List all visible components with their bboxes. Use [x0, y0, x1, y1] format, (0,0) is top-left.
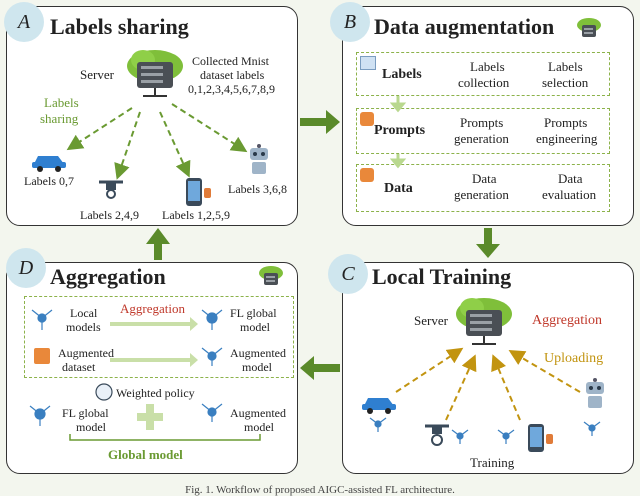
- client-label-1: Labels 0,7: [24, 174, 74, 188]
- panel-local-training: [342, 262, 634, 474]
- arrow-b-to-c: [476, 228, 500, 258]
- data-evaluation-2: evaluation: [542, 187, 597, 202]
- augmented-dataset-2: dataset: [62, 360, 96, 374]
- panel-d-badge: D: [6, 248, 46, 288]
- data-row-box: [356, 164, 610, 212]
- drone-icon-c: [425, 424, 449, 446]
- aggregation-label-c: Aggregation: [532, 313, 602, 328]
- robot-icon: [250, 144, 268, 174]
- panel-labels-sharing: [6, 6, 298, 226]
- augmented-model-2: model: [242, 360, 272, 374]
- labels-row-box: [356, 52, 610, 96]
- car-icon: [32, 156, 66, 172]
- row-head-labels: Labels: [382, 67, 422, 82]
- local-models-2: models: [66, 320, 101, 334]
- panel-data-augmentation: [342, 6, 634, 226]
- arrow-a-to-b: [300, 110, 340, 134]
- aggregation-label-d: Aggregation: [120, 301, 185, 316]
- labels-collection-2: collection: [458, 75, 510, 90]
- labels-selection-1: Labels: [548, 59, 583, 74]
- data-evaluation-1: Data: [558, 171, 583, 186]
- panel-a-badge: A: [4, 2, 44, 42]
- data-generation-2: generation: [454, 187, 509, 202]
- prompts-engineering-2: engineering: [536, 131, 598, 146]
- panel-c-title: Local Training: [372, 264, 512, 289]
- row-head-prompts: Prompts: [374, 123, 426, 138]
- arrow-c-to-d: [300, 356, 340, 380]
- server-label-c: Server: [414, 313, 448, 328]
- row-head-data: Data: [384, 181, 413, 196]
- robot-icon-c: [586, 378, 604, 408]
- labels-sharing-label-2: sharing: [40, 111, 79, 126]
- phone-watch-icon: [186, 178, 211, 206]
- fl-global-model-b-1: FL global: [62, 406, 109, 420]
- figure-caption: Fig. 1. Workflow of proposed AIGC-assist…: [185, 484, 455, 496]
- prompts-icon: [360, 112, 374, 126]
- server-cloud-icon: [127, 50, 183, 97]
- collected-line-2: dataset labels: [200, 68, 265, 82]
- data-generation-1: Data: [472, 171, 497, 186]
- augmented-model-1: Augmented: [230, 346, 286, 360]
- prompts-engineering-1: Prompts: [544, 115, 588, 130]
- panel-d-title: Aggregation: [50, 264, 166, 289]
- weighted-policy-label: Weighted policy: [116, 386, 195, 400]
- labels-selection-2: selection: [542, 75, 589, 90]
- labels-icon: [360, 56, 376, 70]
- server-label-a: Server: [80, 67, 114, 82]
- local-models-1: Local: [70, 306, 98, 320]
- client-label-3: Labels 1,2,5,9: [162, 208, 230, 222]
- augmented-dataset-1: Augmented: [58, 346, 114, 360]
- drone-icon: [99, 180, 123, 199]
- panel-b-title: Data augmentation: [374, 14, 555, 39]
- augmented-model-b-2: model: [244, 420, 274, 434]
- collected-line-3: 0,1,2,3,4,5,6,7,8,9: [188, 82, 275, 96]
- panel-aggregation: [6, 262, 298, 474]
- fl-global-model-2: model: [240, 320, 270, 334]
- car-icon-c: [362, 398, 396, 414]
- server-cloud-icon-small: [577, 18, 601, 37]
- client-label-2: Labels 2,4,9: [80, 208, 139, 222]
- panel-c-badge: C: [328, 254, 368, 294]
- client-label-4: Labels 3,6,8: [228, 182, 287, 196]
- prompts-generation-2: generation: [454, 131, 509, 146]
- prompts-row-box: [356, 108, 610, 154]
- aggregation-box: [24, 296, 294, 378]
- phone-watch-icon-c: [528, 424, 553, 452]
- server-cloud-icon-d: [259, 266, 283, 285]
- global-model-label: Global model: [108, 447, 183, 462]
- panel-a-title: Labels sharing: [50, 14, 189, 39]
- collected-line-1: Collected Mnist: [192, 54, 269, 68]
- labels-sharing-label-1: Labels: [44, 95, 79, 110]
- augmented-model-b-1: Augmented: [230, 406, 286, 420]
- data-icon: [360, 168, 374, 182]
- prompts-generation-1: Prompts: [460, 115, 504, 130]
- training-label: Training: [470, 455, 515, 470]
- panel-b-badge: B: [330, 2, 370, 42]
- uploading-label: Uploading: [544, 351, 604, 366]
- labels-collection-1: Labels: [470, 59, 505, 74]
- fl-global-model-b-2: model: [76, 420, 106, 434]
- fl-global-model-1: FL global: [230, 306, 277, 320]
- arrow-d-to-a: [146, 228, 170, 260]
- server-cloud-icon-c: [456, 298, 512, 345]
- down-arrows-b: [389, 96, 407, 169]
- sharing-arrows: [66, 103, 248, 180]
- network-icons-d: [29, 309, 261, 441]
